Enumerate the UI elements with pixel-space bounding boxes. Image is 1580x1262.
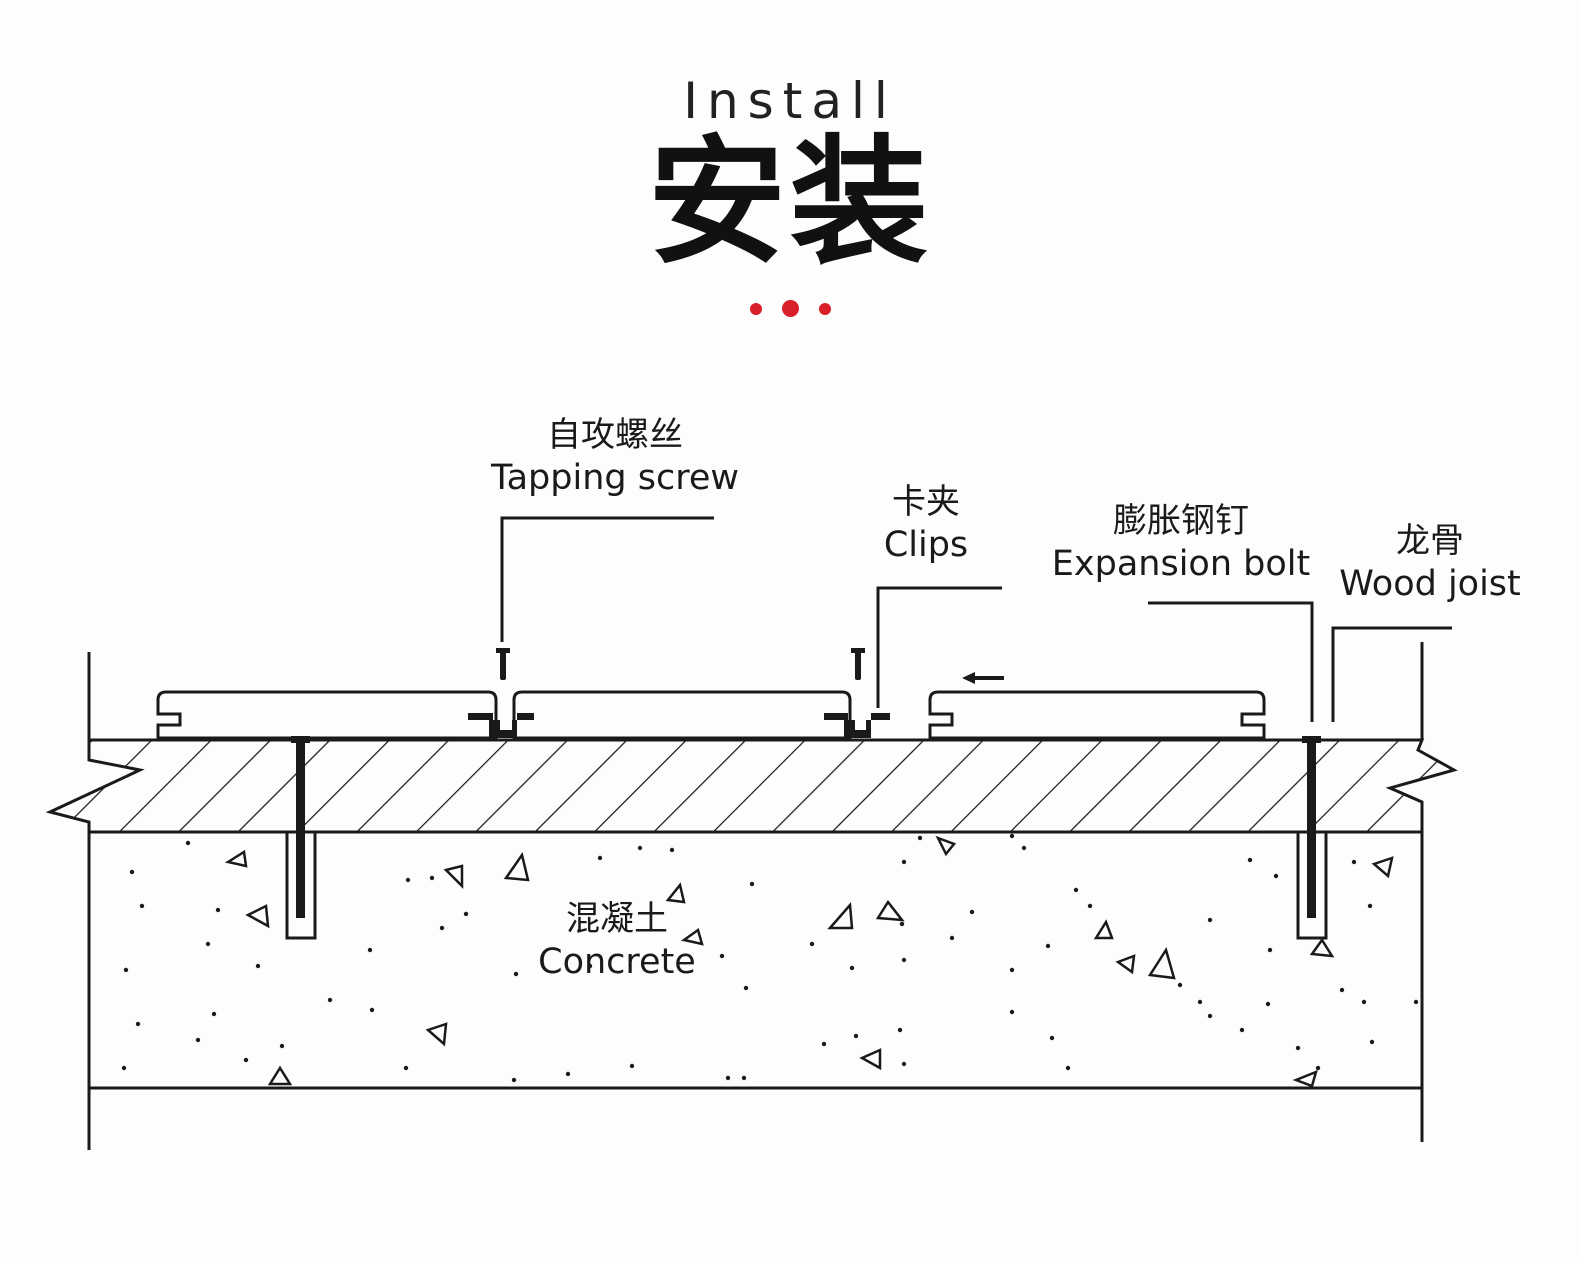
label-expansion-bolt-zh: 膨胀钢钉 (1113, 501, 1249, 541)
label-tapping-screw-zh: 自攻螺丝 (547, 415, 683, 455)
concrete-aggregate (224, 835, 1394, 1088)
label-clips-zh: 卡夹 (892, 482, 960, 522)
label-wood-joist-en: Wood joist (1339, 563, 1521, 604)
wood-joist (45, 738, 1458, 834)
label-clips-en: Clips (883, 524, 969, 565)
decorative-dots (0, 300, 1580, 317)
label-clips: 卡夹 Clips (856, 481, 996, 567)
expansion-bolts (285, 736, 1328, 940)
clip-right (824, 713, 890, 738)
leader-tapping-screw (500, 516, 714, 642)
concrete-specks (121, 833, 1419, 1083)
title-chinese: 安装 (647, 122, 932, 283)
tapping-screws (496, 648, 865, 680)
leader-lines (500, 516, 1452, 722)
clips (468, 713, 890, 738)
deck-board-middle (512, 690, 852, 740)
deck-boards (156, 690, 1266, 740)
label-wood-joist: 龙骨 Wood joist (1330, 520, 1530, 606)
leader-clips (876, 586, 1002, 708)
label-tapping-screw-en: Tapping screw (491, 457, 739, 498)
clip-left (468, 713, 534, 738)
label-concrete-en: Concrete (538, 941, 696, 982)
deck-board-left (156, 690, 498, 740)
label-concrete: 混凝土 Concrete (520, 898, 714, 984)
label-expansion-bolt: 膨胀钢钉 Expansion bolt (1040, 500, 1322, 586)
dot-left (749, 302, 762, 315)
leader-wood-joist (1331, 626, 1452, 722)
dot-right (818, 302, 831, 315)
direction-arrow-icon (962, 672, 1004, 684)
dot-center (781, 300, 799, 317)
label-concrete-zh: 混凝土 (566, 899, 668, 939)
label-wood-joist-zh: 龙骨 (1396, 521, 1464, 561)
title-english: Install (683, 72, 897, 130)
leader-expansion-bolt (1148, 601, 1314, 722)
label-tapping-screw: 自攻螺丝 Tapping screw (474, 414, 756, 500)
label-expansion-bolt-en: Expansion bolt (1051, 543, 1311, 584)
deck-board-right (928, 690, 1266, 740)
